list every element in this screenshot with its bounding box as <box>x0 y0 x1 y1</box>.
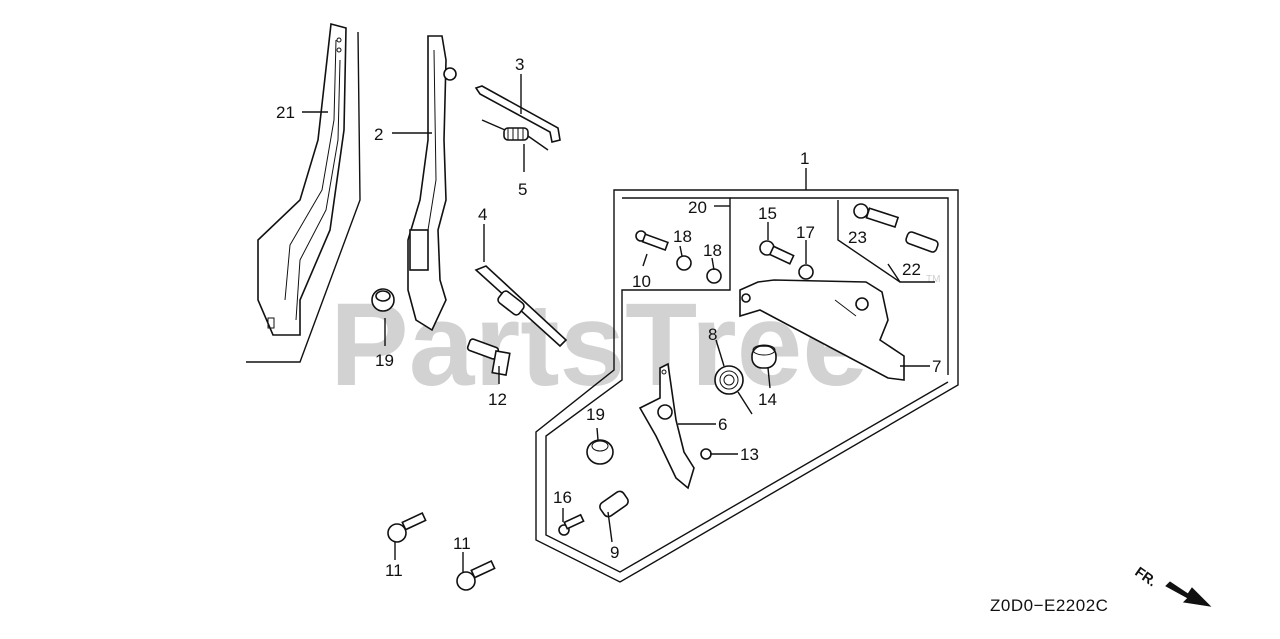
part-12-bolt[interactable] <box>466 338 511 376</box>
part-17-nut[interactable] <box>798 264 814 280</box>
callout-22: 22 <box>902 260 921 279</box>
callout-11-b: 11 <box>453 534 471 553</box>
part-15-bolt[interactable] <box>759 240 795 265</box>
callout-4: 4 <box>478 205 487 224</box>
part-21-backing-plate <box>246 31 361 363</box>
callout-7: 7 <box>932 357 941 376</box>
callout-11-a: 11 <box>385 561 403 580</box>
callout-18-b: 18 <box>703 241 722 260</box>
callout-2: 2 <box>374 125 383 144</box>
part-18-nut-b[interactable] <box>706 268 722 284</box>
callout-13: 13 <box>740 445 759 464</box>
part-6-control-arm[interactable] <box>638 362 695 490</box>
callout-16: 16 <box>553 488 572 507</box>
callout-6: 6 <box>718 415 727 434</box>
part-18-nut-a[interactable] <box>676 255 692 271</box>
part-23-bolt[interactable] <box>853 203 900 229</box>
part-2-throttle-lever[interactable] <box>407 35 457 332</box>
callout-1: 1 <box>800 149 809 168</box>
leader-lines <box>302 74 930 572</box>
part-13-washer[interactable] <box>700 448 712 460</box>
part-14-collar[interactable] <box>751 344 777 369</box>
part-19-nut-middle[interactable] <box>586 439 614 465</box>
part-9-stud[interactable] <box>598 489 630 518</box>
part-7-bracket[interactable] <box>739 279 905 381</box>
callout-21: 21 <box>276 103 295 122</box>
direction-label: FR. <box>1132 563 1160 589</box>
callout-12: 12 <box>488 390 507 409</box>
part-21-lever-plate[interactable] <box>257 22 347 336</box>
callout-17: 17 <box>796 223 815 242</box>
part-8-coil-spring[interactable] <box>714 365 753 415</box>
part-11-bolt-a[interactable] <box>387 512 427 543</box>
callout-5: 5 <box>518 180 527 199</box>
callout-18-a: 18 <box>673 227 692 246</box>
callout-14: 14 <box>758 390 777 409</box>
part-10-bolt[interactable] <box>635 230 669 251</box>
callout-19-middle: 19 <box>586 405 605 424</box>
callout-20: 20 <box>688 198 707 217</box>
callout-19-left: 19 <box>375 351 394 370</box>
part-16-bolt[interactable] <box>558 513 585 536</box>
callout-23: 23 <box>848 228 867 247</box>
part-3-rod[interactable] <box>474 85 561 143</box>
front-direction-indicator: FR. <box>1132 563 1212 607</box>
part-19-nut-left[interactable] <box>371 288 395 312</box>
callout-9: 9 <box>610 543 619 562</box>
diagram-code: Z0D0−E2202C <box>990 596 1108 615</box>
arrow-icon <box>1165 581 1212 607</box>
part-1-assembly-outline <box>535 189 959 583</box>
callout-8: 8 <box>708 325 717 344</box>
part-11-bolt-b[interactable] <box>456 560 496 591</box>
trademark: TM <box>926 274 940 285</box>
callout-15: 15 <box>758 204 777 223</box>
part-5-spring[interactable] <box>481 119 549 151</box>
callout-10: 10 <box>632 272 651 291</box>
part-4-spring-rod[interactable] <box>474 265 568 348</box>
part-22-spring[interactable] <box>905 231 939 253</box>
callout-3: 3 <box>515 55 524 74</box>
